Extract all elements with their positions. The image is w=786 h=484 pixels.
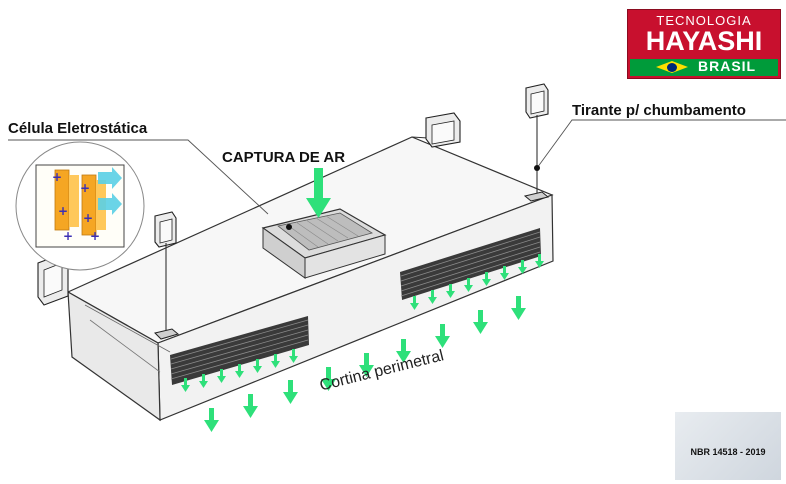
brazil-flag-globe — [667, 63, 677, 72]
down-arrow — [321, 367, 336, 391]
down-arrow — [511, 296, 526, 320]
down-arrow — [243, 394, 258, 418]
vent-left-slats — [170, 319, 309, 380]
rod-callout-dot — [534, 165, 540, 171]
bracket-back — [425, 112, 461, 148]
down-arrow — [283, 380, 298, 404]
down-arrow — [359, 353, 374, 377]
cell-callout-line — [8, 139, 269, 215]
svg-text:+: + — [90, 229, 100, 243]
svg-text:+: + — [80, 181, 90, 195]
hayashi-logo: TECNOLOGIA HAYASHI BRASIL — [627, 9, 781, 79]
down-arrow — [235, 364, 244, 378]
logo-top-text: TECNOLOGIA — [656, 13, 752, 28]
air-capture-filter — [261, 208, 387, 279]
cell-charges: + + + + + + — [52, 170, 100, 243]
rod-feet — [154, 191, 550, 340]
down-arrow — [500, 266, 509, 280]
air-capture-arrow — [306, 168, 331, 218]
down-arrow — [518, 260, 527, 274]
hood-inner-edge — [84, 304, 171, 353]
nbr-standard-badge: NBR 14518 - 2019 — [675, 412, 781, 480]
air-capture-label: CAPTURA DE AR — [222, 149, 346, 166]
svg-text:+: + — [63, 229, 73, 243]
bracket-front — [154, 211, 177, 248]
down-arrow — [217, 369, 226, 383]
hood-side-face — [67, 290, 161, 422]
svg-text:+: + — [58, 204, 68, 218]
vent-right — [400, 228, 541, 300]
down-arrow — [464, 278, 473, 292]
curtain-arrows-small — [181, 254, 544, 392]
down-arrow — [410, 296, 419, 310]
nbr-standard-text: NBR 14518 - 2019 — [690, 447, 766, 457]
cell-flow-arrows — [98, 167, 122, 215]
svg-text:+: + — [52, 170, 62, 184]
down-arrow — [482, 272, 491, 286]
down-arrow — [199, 374, 208, 388]
down-arrow — [289, 349, 298, 363]
down-arrow — [428, 290, 437, 304]
vent-left — [170, 316, 309, 385]
down-arrow — [435, 324, 450, 348]
rod-callout-line — [536, 119, 786, 169]
electrostatic-cell-label: Célula Eletrostática — [8, 120, 148, 137]
down-arrow — [271, 354, 280, 368]
curtain-arrows-large — [204, 296, 526, 432]
down-arrow — [253, 359, 262, 373]
hood-lip-edge — [89, 319, 161, 373]
vent-right-slats — [400, 231, 541, 297]
electrostatic-cell-inset: + + + + + + — [15, 141, 145, 271]
hanging-rods — [165, 115, 538, 333]
hood-body — [66, 136, 554, 422]
down-arrow — [396, 339, 411, 363]
svg-text:+: + — [83, 211, 93, 225]
down-arrow — [473, 310, 488, 334]
bracket-right — [525, 83, 549, 119]
filter-dot — [286, 224, 292, 230]
down-arrow — [204, 408, 219, 432]
logo-country-text: BRASIL — [698, 58, 757, 74]
callout-lines — [8, 119, 786, 215]
anchor-rod-label: Tirante p/ chumbamento — [572, 102, 746, 119]
down-arrow — [446, 284, 455, 298]
down-arrow — [535, 254, 544, 268]
down-arrow — [181, 378, 190, 392]
logo-brand-text: HAYASHI — [645, 26, 763, 56]
